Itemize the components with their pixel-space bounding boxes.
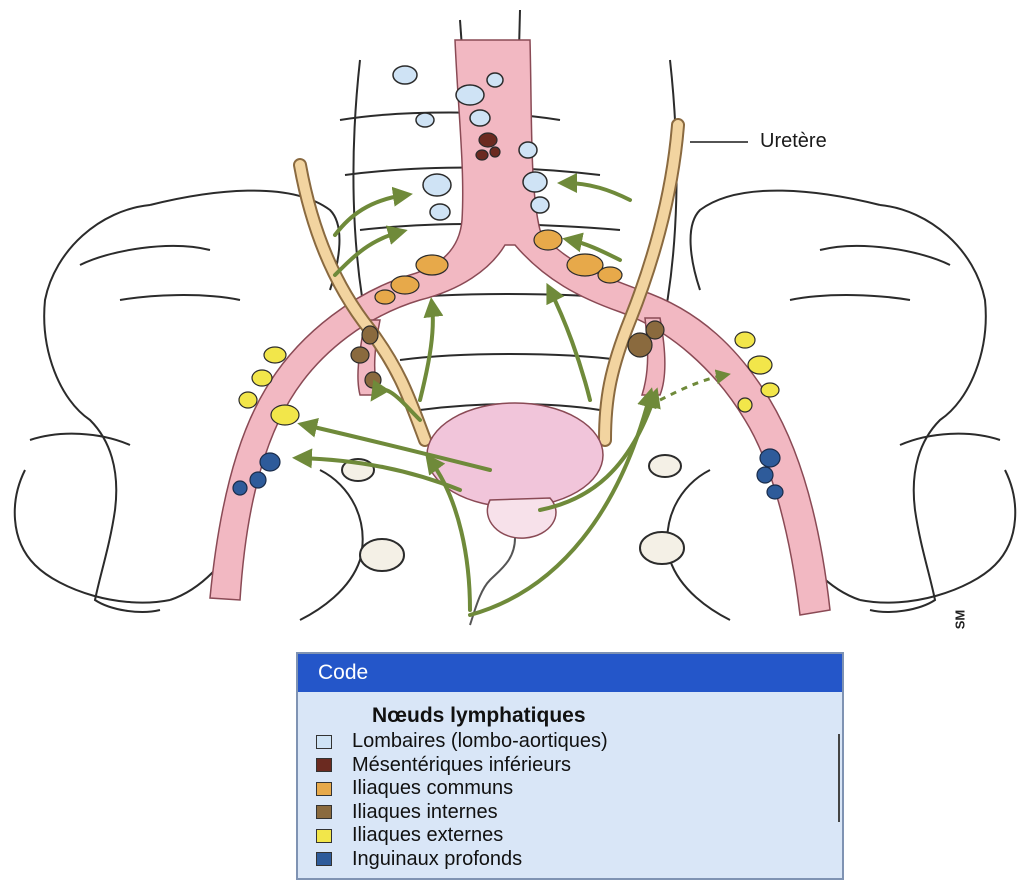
- legend-list: Lombaires (lombo-aortiques) Mésentérique…: [316, 730, 608, 871]
- legend-item-internal-iliac: Iliaques internes: [316, 801, 608, 825]
- swatch-internal-iliac: [316, 805, 332, 819]
- swatch-external-iliac: [316, 829, 332, 843]
- swatch-deep-inguinal: [316, 852, 332, 866]
- legend-item-label: Lombaires (lombo-aortiques): [352, 730, 608, 753]
- legend-title: Nœuds lymphatiques: [372, 704, 586, 728]
- legend-item-lumbar: Lombaires (lombo-aortiques): [316, 730, 608, 754]
- legend-item-label: Inguinaux profonds: [352, 848, 522, 871]
- ureter-label: Uretère: [760, 130, 827, 153]
- swatch-lumbar: [316, 735, 332, 749]
- legend-item-inferior-mesenteric: Mésentériques inférieurs: [316, 754, 608, 778]
- legend-item-deep-inguinal: Inguinaux profonds: [316, 848, 608, 872]
- bladder: [427, 403, 603, 625]
- legend-item-label: Iliaques internes: [352, 801, 498, 824]
- legend-item-label: Iliaques externes: [352, 824, 503, 847]
- legend-item-label: Iliaques communs: [352, 777, 513, 800]
- legend-item-label: Mésentériques inférieurs: [352, 754, 571, 777]
- legend-item-external-iliac: Iliaques externes: [316, 824, 608, 848]
- legend-header: Code: [298, 654, 842, 692]
- swatch-inferior-mesenteric: [316, 758, 332, 772]
- legend-divider: [838, 734, 840, 822]
- artist-signature: SM: [952, 610, 967, 630]
- legend-box: Code Nœuds lymphatiques Lombaires (lombo…: [296, 652, 844, 880]
- legend-item-common-iliac: Iliaques communs: [316, 777, 608, 801]
- swatch-common-iliac: [316, 782, 332, 796]
